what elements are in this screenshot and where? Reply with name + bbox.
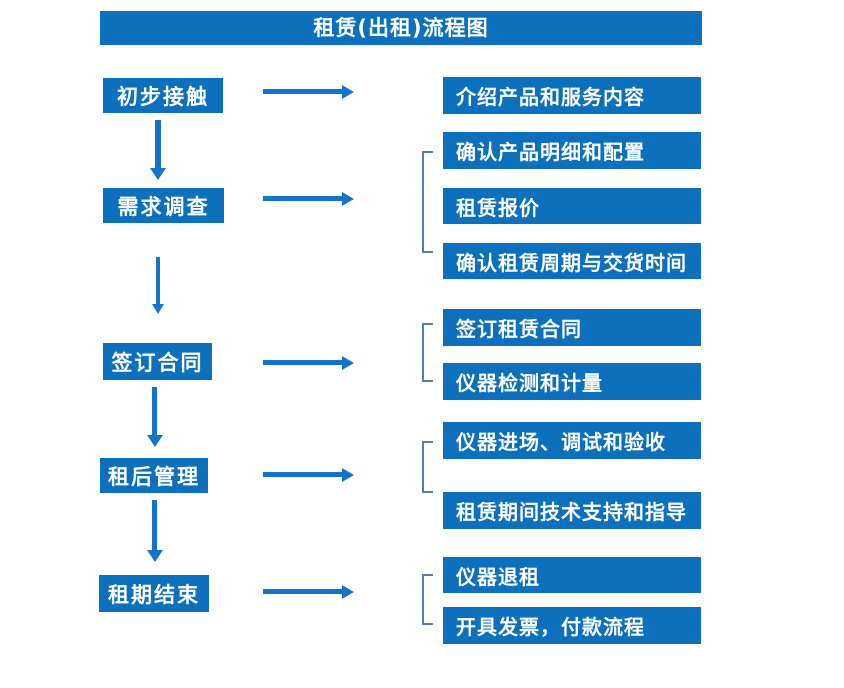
flowchart-title: 租赁(出租)流程图: [100, 11, 702, 45]
detail-box-tech-support: 租赁期间技术支持和指导: [443, 492, 701, 529]
detail-box-confirm-period: 确认租赁周期与交货时间: [443, 243, 701, 279]
detail-box-rental-quote: 租赁报价: [443, 188, 701, 224]
step-box-initial-contact: 初步接触: [103, 78, 223, 113]
right-arrow-5-icon: [263, 589, 342, 594]
bracket-group-3: [422, 323, 433, 382]
right-arrow-2-icon: [263, 196, 342, 201]
bracket-group-5: [422, 574, 433, 625]
detail-box-invoice-payment: 开具发票，付款流程: [443, 607, 701, 644]
down-arrow-2-icon: [156, 257, 160, 304]
detail-box-instrument-testing: 仪器检测和计量: [443, 363, 701, 400]
bracket-group-4: [422, 441, 433, 493]
step-box-demand-survey: 需求调查: [103, 188, 224, 223]
detail-box-instrument-return: 仪器退租: [443, 557, 701, 593]
right-arrow-1-icon: [263, 89, 342, 94]
detail-box-confirm-config: 确认产品明细和配置: [443, 132, 701, 169]
step-box-rental-end: 租期结束: [99, 575, 209, 612]
detail-box-sign-rental-contract: 签订租赁合同: [443, 309, 701, 346]
detail-box-introduce-products: 介绍产品和服务内容: [443, 77, 701, 114]
down-arrow-4-icon: [152, 500, 157, 550]
step-box-sign-contract: 签订合同: [103, 343, 212, 380]
right-arrow-4-icon: [263, 472, 342, 477]
right-arrow-3-icon: [263, 360, 342, 365]
down-arrow-3-icon: [152, 387, 157, 435]
step-box-post-rental: 租后管理: [100, 458, 208, 493]
down-arrow-1-icon: [155, 120, 161, 168]
bracket-group-2: [422, 151, 433, 253]
detail-box-instrument-setup: 仪器进场、调试和验收: [443, 422, 701, 459]
